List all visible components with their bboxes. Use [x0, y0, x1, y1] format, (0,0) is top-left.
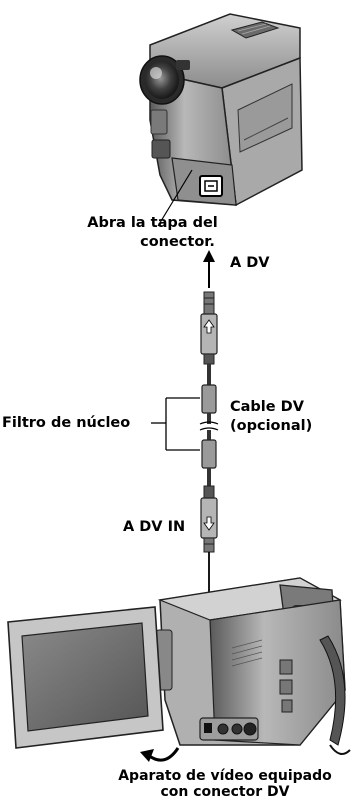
cable-line1: Cable DV [230, 398, 312, 417]
open-cover-line2: conector. [60, 233, 245, 252]
device-line2: con conector DV [95, 784, 355, 800]
video-device [8, 578, 350, 762]
open-cover-label: Abra la tapa del conector. [60, 214, 245, 252]
core-filter-bracket [151, 398, 200, 450]
core-filter-label: Filtro de núcleo [2, 414, 130, 433]
to-dv-in-label: A DV IN [123, 518, 185, 537]
cable-line2: (opcional) [230, 417, 312, 436]
to-dv-label: A DV [230, 254, 270, 273]
dv-port-icon [200, 176, 222, 196]
cable-label: Cable DV (opcional) [230, 398, 312, 436]
device-label: Aparato de vídeo equipado con conector D… [95, 768, 355, 800]
device-line1: Aparato de vídeo equipado [95, 768, 355, 784]
open-cover-line1: Abra la tapa del [60, 214, 245, 233]
camcorder-top [140, 14, 302, 226]
